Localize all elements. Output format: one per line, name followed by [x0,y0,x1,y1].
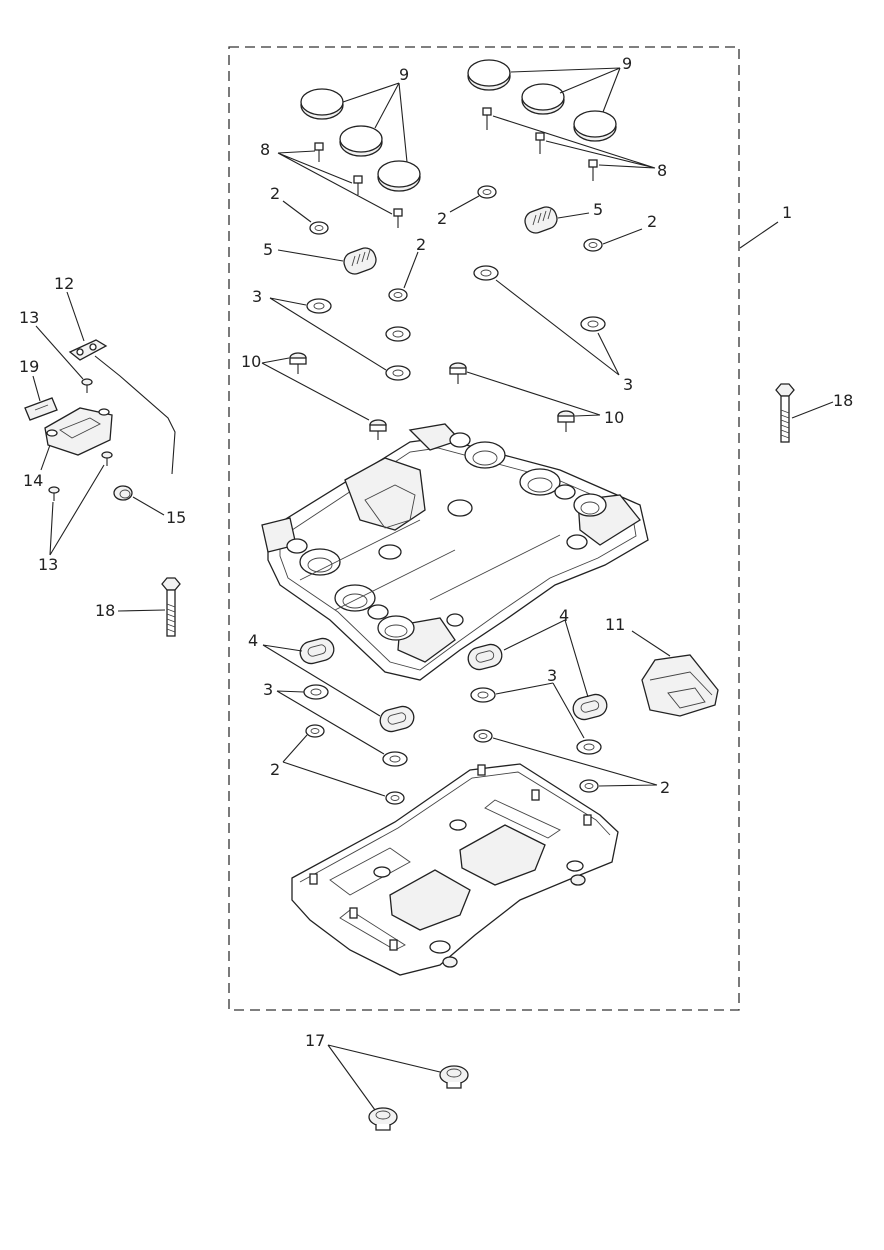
callout-9: 9 [399,65,409,84]
screw-part-13 [101,451,113,466]
washer-part-2 [305,724,325,738]
washer-part-3 [382,751,408,767]
grommet-part-4 [379,705,415,733]
washer-part-2 [477,185,497,199]
foot-part-17 [368,1107,398,1131]
cap-part-15 [113,485,133,501]
washer-part-3 [580,316,606,332]
grommet-part-4 [572,693,608,721]
clip-part-19 [24,397,58,421]
pad-part-9 [467,59,511,91]
pad-part-9 [377,160,421,192]
callout-17: 17 [305,1031,325,1050]
callout-3: 3 [623,375,633,394]
washer-part-3 [306,298,332,314]
callout-2: 2 [660,778,670,797]
washer-part-3 [303,684,329,700]
cover-cap-part-11 [641,654,719,717]
main-rack-plate-part-1 [261,423,649,681]
callout-5: 5 [593,200,603,219]
leader-lines [32,67,834,1111]
callout-1: 1 [782,203,792,222]
callout-2: 2 [270,760,280,779]
callout-19: 19 [19,357,39,376]
pad-part-9 [521,83,565,115]
callout-4: 4 [248,631,258,650]
callout-12: 12 [54,274,74,293]
foot-part-17 [439,1065,469,1089]
callout-18: 18 [833,391,853,410]
screw-part-13 [81,378,93,393]
bolt-part-10 [557,410,575,432]
clip-part-5 [343,247,377,275]
callout-5: 5 [263,240,273,259]
screw-part-8 [353,175,363,195]
washer-part-3 [385,365,411,381]
screw-part-13 [48,486,60,501]
callout-8: 8 [657,161,667,180]
grommet-part-4 [299,637,335,665]
screw-part-8 [588,159,598,181]
callout-3: 3 [547,666,557,685]
callout-2: 2 [647,212,657,231]
callout-10: 10 [241,352,261,371]
callout-13: 13 [19,308,39,327]
washer-part-2 [473,729,493,743]
callout-14: 14 [23,471,43,490]
bolt-part-10 [369,419,387,440]
assembly-boundary [228,46,740,1011]
callout-11: 11 [605,615,625,634]
grommet-part-4 [467,643,503,671]
pad-part-9 [339,125,383,157]
bracket-part-12 [68,339,176,475]
callout-9: 9 [622,54,632,73]
callout-13: 13 [38,555,58,574]
screw-part-8 [314,142,324,162]
washer-part-2 [388,288,408,302]
callout-4: 4 [559,606,569,625]
callout-2: 2 [416,235,426,254]
bolt-part-10 [449,362,467,384]
screw-part-8 [482,107,492,130]
washer-part-3 [473,265,499,281]
long-bolt-part-18 [775,383,795,443]
callout-3: 3 [263,680,273,699]
pad-part-9 [300,88,344,120]
callout-2: 2 [437,209,447,228]
washer-part-3 [470,687,496,703]
washer-part-3 [385,326,411,342]
callout-8: 8 [260,140,270,159]
screw-part-8 [393,208,403,228]
washer-part-2 [583,238,603,252]
pad-part-9 [573,110,617,142]
callout-2: 2 [270,184,280,203]
washer-part-2 [309,221,329,235]
washer-part-2 [579,779,599,793]
bolt-part-10 [289,352,307,374]
callout-15: 15 [166,508,186,527]
washer-part-3 [576,739,602,755]
latch-part-14 [44,407,113,456]
long-bolt-part-18 [161,577,181,637]
screw-part-8 [535,132,545,154]
callout-10: 10 [604,408,624,427]
callout-18: 18 [95,601,115,620]
callout-3: 3 [252,287,262,306]
lower-base-plate [291,763,619,976]
washer-part-2 [385,791,405,805]
clip-part-5 [524,206,558,234]
